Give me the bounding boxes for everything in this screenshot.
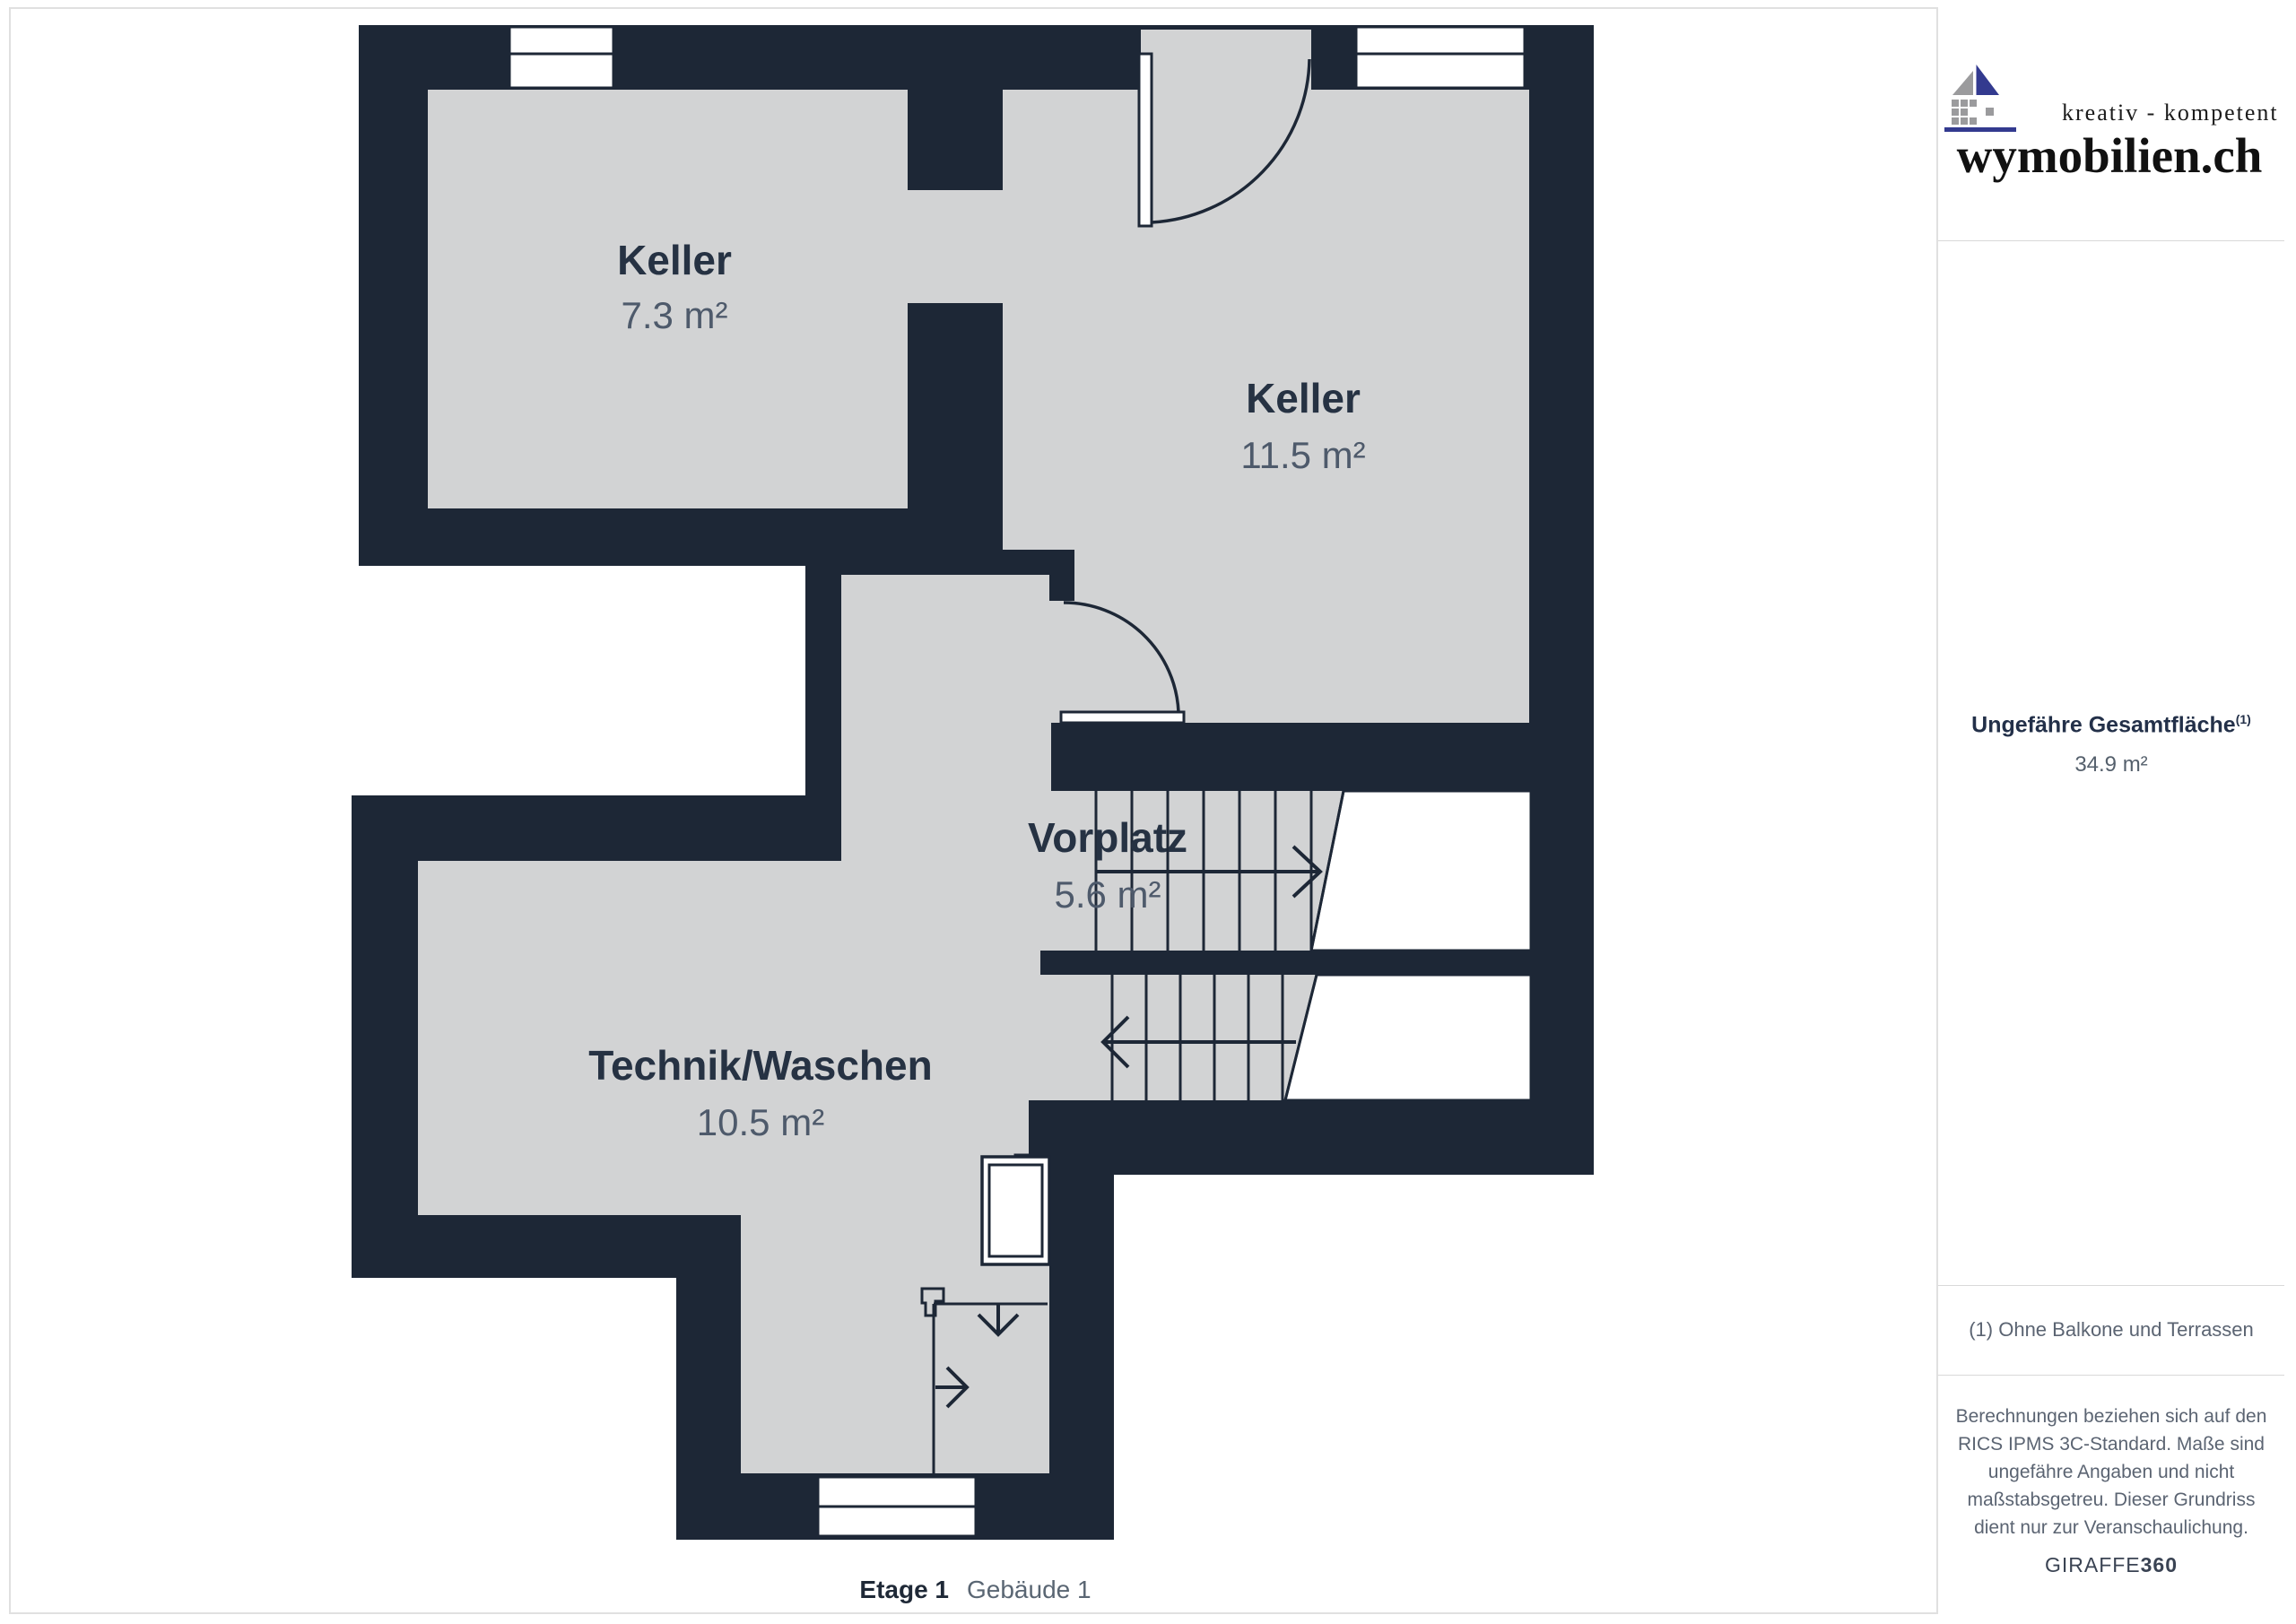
room-area: 10.5 m² bbox=[697, 1101, 824, 1143]
room-name: Keller bbox=[617, 237, 732, 283]
stairs-direction-arrows bbox=[1096, 845, 1323, 1069]
footnote: (1) Ohne Balkone und Terrassen bbox=[1969, 1318, 2254, 1341]
room-area: 11.5 m² bbox=[1240, 434, 1365, 476]
divider bbox=[1938, 1285, 2284, 1286]
house-logo-icon bbox=[1944, 65, 2016, 132]
walls bbox=[352, 25, 1594, 1540]
total-area-block: Ungefähre Gesamtfläche(1) 34.9 m² bbox=[1938, 712, 2284, 777]
door-icon bbox=[1137, 25, 1311, 228]
divider bbox=[1938, 1375, 2284, 1376]
total-area-label-text: Ungefähre Gesamtfläche bbox=[1971, 712, 2236, 738]
stairs bbox=[1094, 790, 1345, 1101]
total-area-footnote-marker: (1) bbox=[2235, 712, 2251, 726]
entry-zone-lines bbox=[932, 1302, 1048, 1473]
logo-section: kreativ - kompetent wymobilien.ch bbox=[1938, 7, 2284, 241]
room-name: Technik/Waschen bbox=[588, 1042, 932, 1089]
stairs-down-arrow-icon bbox=[1100, 1015, 1296, 1069]
stairs-up-arrow-icon bbox=[1096, 845, 1323, 899]
room-name: Keller bbox=[1246, 375, 1361, 421]
disclaimer: Berechnungen beziehen sich auf den RICS … bbox=[1955, 1406, 2267, 1538]
room-name: Vorplatz bbox=[1028, 814, 1187, 861]
door-icon bbox=[1059, 601, 1186, 725]
room-area: 7.3 m² bbox=[621, 294, 727, 336]
window-icon bbox=[508, 25, 615, 90]
powered-by-giraffe360: GIRAFFE360 bbox=[1938, 1553, 2284, 1577]
entry-right-arrow-icon bbox=[935, 1366, 970, 1409]
stairwell-void bbox=[1283, 789, 1533, 1102]
window-icon bbox=[816, 1475, 978, 1538]
logo-tagline: kreativ - kompetent bbox=[2062, 100, 2279, 126]
door-lock-icon bbox=[920, 1287, 945, 1317]
fixtures bbox=[920, 1155, 1051, 1473]
total-area-value: 34.9 m² bbox=[2074, 752, 2148, 777]
windows bbox=[508, 25, 1526, 1538]
total-area-label: Ungefähre Gesamtfläche(1) bbox=[1938, 712, 2284, 738]
room-area: 5.6 m² bbox=[1054, 873, 1161, 916]
caption-floor: Etage 1 bbox=[859, 1576, 949, 1603]
doors bbox=[989, 25, 1311, 1255]
giraffe-text: GIRAFFE bbox=[2044, 1553, 2141, 1576]
giraffe-360: 360 bbox=[2140, 1553, 2179, 1576]
sidebar: kreativ - kompetent wymobilien.ch Ungefä… bbox=[1936, 7, 2284, 1614]
window-icon bbox=[1354, 25, 1526, 90]
washing-machine-icon bbox=[980, 1155, 1051, 1266]
caption-building: Gebäude 1 bbox=[967, 1576, 1091, 1603]
logo-brand: wymobilien.ch bbox=[1956, 128, 2263, 183]
entry-down-arrow-icon bbox=[977, 1304, 1020, 1337]
room-labels: Keller 7.3 m² Keller 11.5 m² Vorplatz 5.… bbox=[588, 237, 1365, 1143]
plan-caption: Etage 1 Gebäude 1 bbox=[859, 1576, 1091, 1603]
